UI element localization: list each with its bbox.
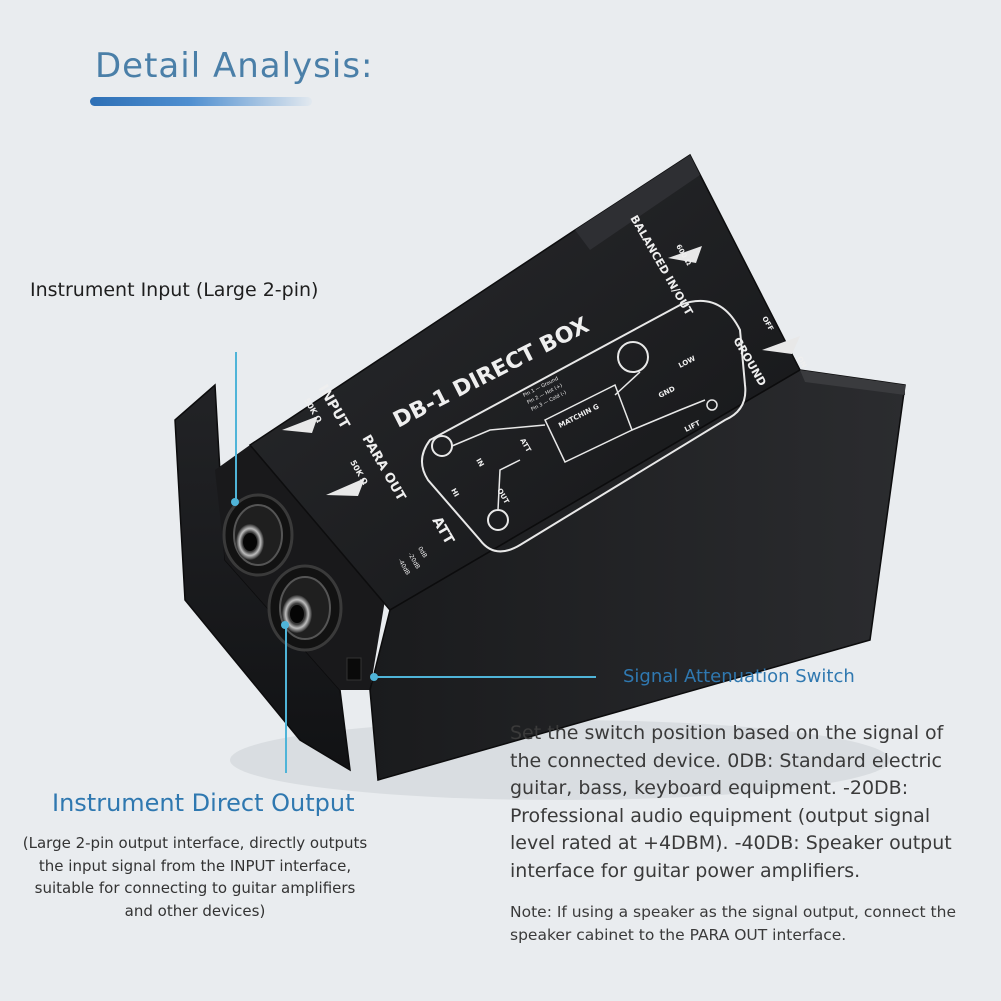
title-underline bbox=[90, 97, 312, 106]
device-top-face bbox=[248, 153, 801, 611]
input-callout-dot bbox=[231, 498, 239, 506]
output-callout-line bbox=[285, 625, 287, 773]
instrument-output-description: (Large 2-pin output interface, directly … bbox=[22, 834, 368, 920]
device-back-edge bbox=[575, 155, 700, 250]
panel-hi: HI bbox=[449, 487, 460, 498]
para-out-jack bbox=[267, 564, 343, 652]
attenuation-switch bbox=[346, 657, 362, 681]
switch-callout-line bbox=[374, 676, 596, 678]
switch-callout-dot bbox=[370, 673, 378, 681]
page-title: Detail Analysis: bbox=[95, 46, 374, 86]
input-callout-line bbox=[235, 352, 237, 502]
panel-in: IN bbox=[474, 457, 485, 468]
input-jack bbox=[222, 493, 294, 577]
right-side-flange-top bbox=[800, 370, 905, 395]
instrument-input-label: Instrument Input (Large 2-pin) bbox=[30, 279, 319, 301]
attenuation-switch-label: Signal Attenuation Switch bbox=[623, 666, 855, 687]
instrument-output-label: Instrument Direct Output bbox=[52, 789, 355, 817]
panel-graphics bbox=[282, 246, 800, 553]
attenuation-switch-description: Set the switch position based on the sig… bbox=[510, 722, 952, 882]
attenuation-switch-note: Note: If using a speaker as the signal o… bbox=[510, 903, 956, 944]
panel-att-0db: 0dB bbox=[416, 546, 428, 560]
output-callout-dot bbox=[281, 621, 289, 629]
